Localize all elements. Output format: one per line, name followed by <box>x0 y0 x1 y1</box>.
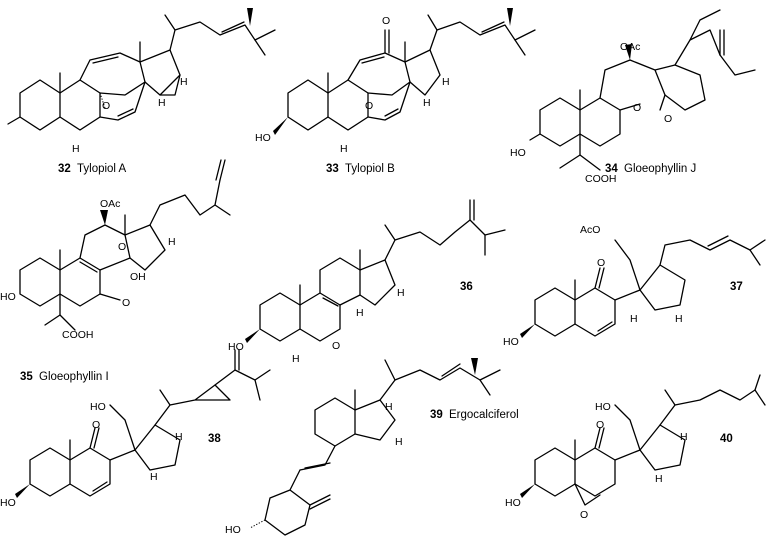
atom-H: H <box>340 143 348 155</box>
atom-O: O <box>102 100 110 112</box>
structure-32: O H H H 32 Tylopiol A <box>7 8 276 175</box>
atom-HO: HO <box>503 336 519 348</box>
compound-35-name: Gloeophyllin I <box>39 371 109 383</box>
compound-33-number: 33 <box>326 163 339 175</box>
atom-H: H <box>423 97 431 109</box>
atom-O: O <box>122 297 130 309</box>
atom-H: H <box>158 97 166 109</box>
compound-35-number: 35 <box>20 371 33 383</box>
atom-HO: HO <box>0 497 16 509</box>
atom-O: O <box>118 241 126 253</box>
atom-HO: HO <box>255 132 271 144</box>
atom-H: H <box>397 287 405 299</box>
atom-H: H <box>175 431 183 443</box>
atom-HO: HO <box>225 524 241 536</box>
atom-HO: HO <box>595 401 611 413</box>
atom-O: O <box>664 113 672 125</box>
compound-32-number: 32 <box>58 163 71 175</box>
structure-34: OAc O O HO COOH 34 Gloeophyllin J <box>510 9 756 185</box>
atom-O: O <box>365 100 373 112</box>
structure-37: AcO O HO H H 37 <box>503 224 766 348</box>
atom-O: O <box>597 257 605 269</box>
compound-40-number: 40 <box>720 433 733 445</box>
compound-38-number: 38 <box>208 433 221 445</box>
atom-H: H <box>675 313 683 325</box>
structure-39: HO H H 39 Ergocalciferol <box>225 358 519 536</box>
structure-35: OAc O O OH H HO COOH 35 Gloeophyllin I <box>0 159 231 383</box>
atom-H: H <box>630 313 638 325</box>
atom-HO: HO <box>90 401 106 413</box>
atom-HO: HO <box>510 147 526 159</box>
atom-OH: OH <box>130 271 146 283</box>
atom-HO: HO <box>228 341 244 353</box>
compound-39-name: Ergocalciferol <box>449 409 519 421</box>
atom-O: O <box>382 15 390 27</box>
atom-H: H <box>150 471 158 483</box>
atom-O: O <box>580 509 588 521</box>
atom-O: O <box>92 419 100 431</box>
atom-H: H <box>356 307 364 319</box>
atom-HO: HO <box>505 497 521 509</box>
compound-37-number: 37 <box>730 281 743 293</box>
atom-H: H <box>72 143 80 155</box>
atom-H: H <box>180 76 188 88</box>
compound-36-number: 36 <box>460 281 473 293</box>
structure-40: HO O O HO H H 40 <box>505 374 766 521</box>
atom-H: H <box>655 473 663 485</box>
structure-38: HO O HO H H 38 <box>0 349 271 509</box>
structure-33: O O HO H H H 33 Tylopiol B <box>255 8 536 175</box>
structure-36: O HO H H H 36 <box>228 199 506 365</box>
atom-H: H <box>292 353 300 365</box>
atom-H: H <box>168 236 176 248</box>
atom-OAc: OAc <box>100 198 120 210</box>
atom-O: O <box>596 419 604 431</box>
compound-33-name: Tylopiol B <box>345 163 395 175</box>
atom-H: H <box>395 436 403 448</box>
compound-34-number: 34 <box>605 163 618 175</box>
compound-34-name: Gloeophyllin J <box>624 163 696 175</box>
compound-32-name: Tylopiol A <box>77 163 127 175</box>
atom-HO: HO <box>0 291 16 303</box>
atom-O: O <box>332 340 340 352</box>
atom-H: H <box>385 401 393 413</box>
atom-COOH: COOH <box>585 173 617 185</box>
atom-H: H <box>442 76 450 88</box>
atom-OAc: OAc <box>620 41 640 53</box>
atom-COOH: COOH <box>62 329 94 341</box>
atom-H: H <box>680 431 688 443</box>
atom-AcO: AcO <box>580 224 600 236</box>
compound-39-number: 39 <box>430 409 443 421</box>
atom-O: O <box>633 102 641 114</box>
